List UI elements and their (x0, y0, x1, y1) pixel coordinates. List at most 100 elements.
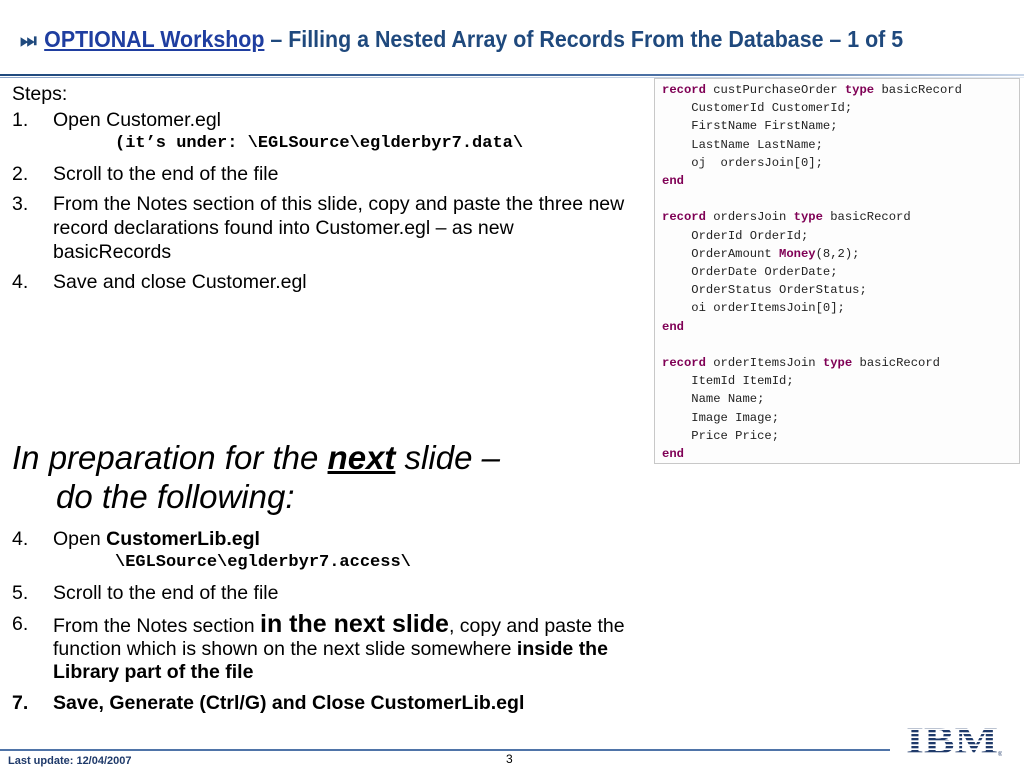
preparation-heading: In preparation for the next slide – do t… (12, 438, 632, 516)
code-line: FirstName FirstName; (662, 117, 962, 135)
step-text-main: Open Customer.egl (53, 109, 222, 131)
code-text: orderItemsJoin (705, 356, 823, 371)
code-text: ItemId ItemId; (662, 374, 794, 389)
code-line: Name Name; (662, 390, 962, 408)
code-panel: record custPurchaseOrder type basicRecor… (654, 78, 1020, 464)
code-line: Image Image; (662, 409, 962, 427)
code-keyword: end (662, 319, 684, 334)
step-code-path: \EGLSource\eglderbyr7.access\ (115, 553, 411, 572)
code-line: end (662, 172, 962, 190)
step-item: 1. Open Customer.egl (it’s under: \EGLSo… (12, 108, 632, 156)
code-text: Image Image; (662, 410, 780, 425)
code-line: OrderAmount Money(8,2); (662, 245, 962, 263)
skip-forward-icon: ⏭ (20, 30, 37, 52)
code-text: FirstName FirstName; (662, 119, 838, 134)
steps-section: Steps: 1. Open Customer.egl (it’s under:… (12, 82, 632, 300)
step-text-mid: , copy and paste the function which is s… (53, 615, 625, 660)
code-text: OrderId OrderId; (662, 228, 809, 243)
slide-title: ⏭OPTIONAL Workshop – Filling a Nested Ar… (20, 26, 941, 53)
code-text: Price Price; (662, 428, 780, 443)
step-number: 4. (12, 271, 29, 293)
ibm-logo-text: IBM (906, 722, 998, 758)
code-text: Name Name; (662, 392, 765, 407)
title-divider-secondary (0, 77, 1024, 78)
step-text: Save, Generate (Ctrl/G) and Close Custom… (53, 692, 525, 714)
step-item: 4. Open CustomerLib.egl \EGLSource\eglde… (12, 528, 632, 574)
code-text: ordersJoin (705, 210, 794, 225)
code-text: custPurchaseOrder (705, 83, 845, 97)
code-keyword: record (662, 356, 706, 371)
code-text: OrderStatus OrderStatus; (662, 283, 867, 298)
title-divider (0, 74, 1024, 76)
code-text: basicRecord (822, 210, 911, 225)
step-number: 3. (12, 193, 29, 215)
code-line: record ordersJoin type basicRecord (662, 208, 962, 226)
code-text: basicRecord (874, 83, 962, 97)
last-update-text: Last update: 12/04/2007 (8, 755, 132, 767)
code-keyword: record (662, 210, 706, 225)
code-keyword: record (662, 83, 706, 97)
code-block: record custPurchaseOrder type basicRecor… (662, 81, 962, 463)
code-line: end (662, 445, 962, 463)
step-item: 2. Scroll to the end of the file (12, 162, 632, 186)
code-text: oj ordersJoin[0]; (662, 155, 823, 170)
code-line: oi orderItemsJoin[0]; (662, 299, 962, 317)
page-number: 3 (506, 752, 513, 766)
step-text: From the Notes section in the next slide… (53, 610, 632, 684)
code-line: Price Price; (662, 427, 962, 445)
prep-after: slide – (395, 439, 500, 476)
step-text-pre: From the Notes section (53, 615, 260, 637)
ibm-logo-icon: IBM ® (906, 722, 1002, 758)
code-text: OrderDate OrderDate; (662, 265, 838, 280)
steps-heading: Steps: (12, 83, 68, 105)
step-item: 7. Save, Generate (Ctrl/G) and Close Cus… (12, 692, 632, 715)
step-text: Open CustomerLib.egl \EGLSource\eglderby… (53, 528, 632, 574)
step-item: 6. From the Notes section in the next sl… (12, 610, 632, 684)
code-line: end (662, 318, 962, 336)
step-number: 4. (12, 528, 29, 550)
step-text-emphasis: in the next slide (260, 610, 449, 638)
step-item: 4. Save and close Customer.egl (12, 270, 632, 294)
code-text: CustomerId CustomerId; (662, 101, 853, 116)
code-keyword: end (662, 447, 684, 462)
code-keyword: Money (779, 246, 816, 261)
step-number: 1. (12, 109, 29, 131)
step-text-bold: CustomerLib.egl (106, 528, 260, 550)
code-line: record custPurchaseOrder type basicRecor… (662, 81, 962, 99)
step-text-pre: Open (53, 528, 107, 550)
code-line: OrderDate OrderDate; (662, 263, 962, 281)
prep-next: next (327, 439, 396, 476)
next-steps-section: 4. Open CustomerLib.egl \EGLSource\eglde… (12, 528, 632, 723)
prep-before: In preparation for the (12, 439, 328, 476)
footer-divider (0, 749, 890, 751)
step-text-bold: inside the Library part of the file (53, 638, 608, 683)
step-text: Save and close Customer.egl (53, 271, 307, 293)
code-keyword: type (844, 83, 875, 97)
step-item: 5. Scroll to the end of the file (12, 582, 632, 605)
step-code-path: (it’s under: \EGLSource\eglderbyr7.data\ (115, 134, 524, 153)
code-line (662, 336, 962, 354)
code-line (662, 190, 962, 208)
title-bar: ⏭OPTIONAL Workshop – Filling a Nested Ar… (0, 0, 1024, 80)
optional-workshop-link[interactable]: OPTIONAL Workshop (44, 26, 265, 52)
step-number: 2. (12, 163, 29, 185)
step-number: 6. (12, 613, 29, 635)
step-number: 7. (12, 692, 29, 714)
code-text: basicRecord (852, 356, 940, 371)
code-text: oi orderItemsJoin[0]; (662, 301, 845, 316)
step-item: 3. From the Notes section of this slide,… (12, 192, 632, 264)
step-number: 5. (12, 582, 29, 604)
code-line: CustomerId CustomerId; (662, 99, 962, 117)
code-line: OrderId OrderId; (662, 227, 962, 245)
code-text: (8,2); (815, 246, 860, 261)
code-line: oj ordersJoin[0]; (662, 154, 962, 172)
step-text: From the Notes section of this slide, co… (53, 193, 625, 263)
code-line: LastName LastName; (662, 136, 962, 154)
code-keyword: type (822, 356, 853, 371)
prep-line2: do the following: (56, 478, 295, 515)
code-line: OrderStatus OrderStatus; (662, 281, 962, 299)
code-text: OrderAmount (662, 246, 780, 261)
step-text: Scroll to the end of the file (53, 163, 279, 185)
code-keyword: end (662, 174, 684, 189)
svg-text:®: ® (998, 751, 1002, 758)
